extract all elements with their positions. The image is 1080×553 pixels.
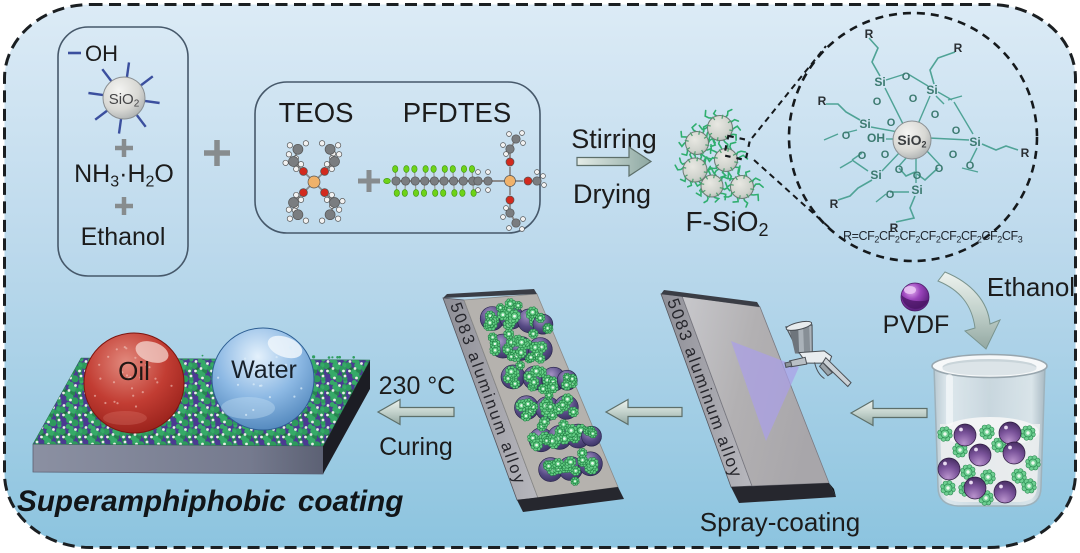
svg-text:Water: Water xyxy=(231,356,297,384)
svg-text:Stirring: Stirring xyxy=(571,124,657,154)
svg-text:230 °C: 230 °C xyxy=(379,372,456,400)
svg-text:SiO2​: SiO2​ xyxy=(109,91,140,110)
svg-text:O: O xyxy=(858,150,867,162)
svg-text:Si: Si xyxy=(874,75,885,89)
svg-text:SiO2​: SiO2​ xyxy=(897,132,926,150)
svg-text:R: R xyxy=(954,41,963,55)
svg-text:O: O xyxy=(966,160,975,172)
svg-text:R: R xyxy=(818,94,827,108)
svg-text:Si: Si xyxy=(859,117,870,131)
svg-text:O: O xyxy=(887,117,896,129)
svg-text:O: O xyxy=(931,109,940,121)
svg-text:PFDTES: PFDTES xyxy=(403,97,511,128)
svg-text:OH: OH xyxy=(867,131,885,145)
svg-text:Si: Si xyxy=(870,168,881,182)
svg-text:R=CF2CF2CF2CF2CF2CF2CF2CF3: R=CF2CF2CF2CF2CF2CF2CF2CF3 xyxy=(843,229,1023,245)
svg-text:NH3​·H2​O: NH3​·H2​O xyxy=(74,160,174,191)
svg-text:Oil: Oil xyxy=(118,356,150,386)
svg-text:Si: Si xyxy=(911,183,922,197)
svg-text:F-SiO2​: F-SiO2​ xyxy=(685,206,768,240)
svg-text:Spray-coating: Spray-coating xyxy=(700,507,860,537)
svg-text:OH: OH xyxy=(85,41,118,66)
svg-text:O: O xyxy=(895,164,904,176)
svg-text:O: O xyxy=(873,96,882,108)
svg-text:O: O xyxy=(842,130,851,142)
svg-text:O: O xyxy=(902,71,911,83)
svg-text:O: O xyxy=(935,163,944,175)
svg-text:O: O xyxy=(881,149,890,161)
svg-text:Ethanol: Ethanol xyxy=(81,223,166,251)
svg-text:O: O xyxy=(913,170,922,182)
svg-text:Drying: Drying xyxy=(573,179,651,209)
svg-text:Curing: Curing xyxy=(379,433,453,461)
svg-text:R: R xyxy=(1021,146,1030,160)
svg-text:TEOS: TEOS xyxy=(279,97,354,128)
svg-text:O: O xyxy=(909,93,918,105)
svg-text:PVDF: PVDF xyxy=(883,311,950,339)
svg-text:Ethanol: Ethanol xyxy=(987,272,1075,302)
svg-text:O: O xyxy=(952,125,961,137)
svg-text:R: R xyxy=(890,221,899,235)
svg-text:O: O xyxy=(886,189,895,201)
svg-text:R: R xyxy=(830,197,839,211)
svg-text:O: O xyxy=(949,149,958,161)
svg-text:Si: Si xyxy=(969,135,980,149)
svg-text:R: R xyxy=(865,27,874,41)
svg-text:Si: Si xyxy=(926,83,937,97)
